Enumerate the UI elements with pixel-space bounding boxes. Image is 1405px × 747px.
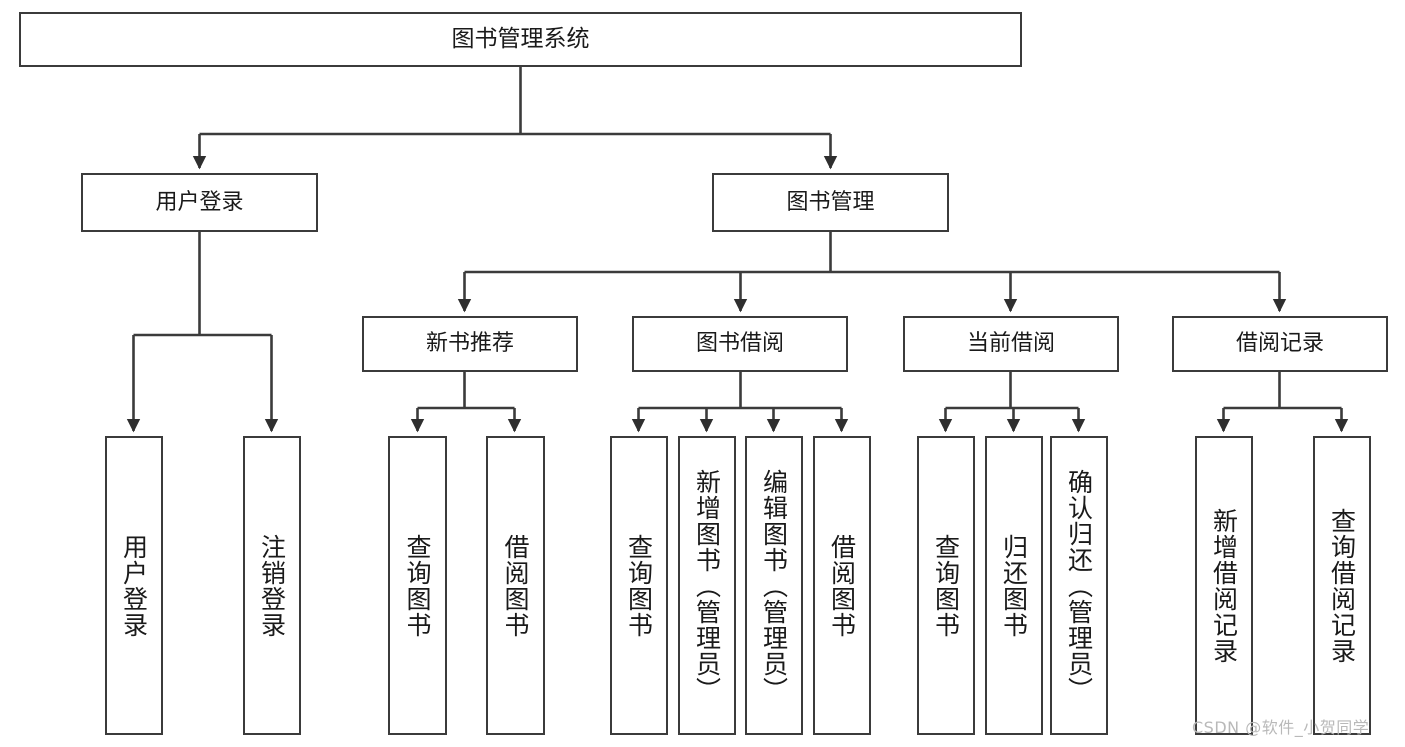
node-label: 查询借阅记录 [1327, 507, 1357, 664]
leaf-query-book-recommend[interactable]: 查询图书 [388, 436, 447, 735]
node-label: 借阅图书 [827, 533, 857, 638]
node-label: 新增借阅记录 [1209, 507, 1239, 664]
leaf-edit-book-admin[interactable]: 编辑图书（管理员） [745, 436, 803, 735]
node-current-borrow[interactable]: 当前借阅 [903, 316, 1119, 372]
node-label: 归还图书 [999, 533, 1029, 638]
leaf-query-book-borrow[interactable]: 查询图书 [610, 436, 668, 735]
node-label: 用户登录 [155, 189, 244, 215]
leaf-add-book-admin[interactable]: 新增图书（管理员） [678, 436, 736, 735]
node-label: 查询图书 [931, 533, 961, 638]
node-label: 用户登录 [119, 533, 149, 638]
leaf-confirm-return-admin[interactable]: 确认归还（管理员） [1050, 436, 1108, 735]
node-root-system[interactable]: 图书管理系统 [19, 12, 1022, 67]
node-label: 图书借阅 [695, 331, 784, 357]
node-label: 图书管理 [786, 189, 875, 215]
node-label: 新增图书（管理员） [692, 468, 722, 703]
node-label: 查询图书 [624, 533, 654, 638]
node-user-login[interactable]: 用户登录 [81, 173, 318, 232]
leaf-logout[interactable]: 注销登录 [243, 436, 301, 735]
node-label: 注销登录 [257, 533, 287, 638]
csdn-watermark: CSDN @软件_小贺同学 [1192, 718, 1370, 737]
node-book-management[interactable]: 图书管理 [712, 173, 949, 232]
node-new-book-recommend[interactable]: 新书推荐 [362, 316, 578, 372]
node-label: 查询图书 [403, 533, 432, 638]
node-label: 借阅记录 [1235, 331, 1324, 357]
leaf-query-borrow-record[interactable]: 查询借阅记录 [1313, 436, 1371, 735]
leaf-query-book-current[interactable]: 查询图书 [917, 436, 975, 735]
node-label: 编辑图书（管理员） [759, 468, 789, 703]
node-label: 新书推荐 [425, 331, 514, 357]
node-borrow-record[interactable]: 借阅记录 [1172, 316, 1388, 372]
leaf-borrow-book[interactable]: 借阅图书 [813, 436, 871, 735]
node-label: 图书管理系统 [451, 26, 590, 53]
leaf-add-borrow-record[interactable]: 新增借阅记录 [1195, 436, 1253, 735]
node-label: 借阅图书 [501, 533, 530, 638]
leaf-borrow-book-recommend[interactable]: 借阅图书 [486, 436, 545, 735]
leaf-user-login[interactable]: 用户登录 [105, 436, 163, 735]
node-label: 确认归还（管理员） [1064, 468, 1094, 703]
node-label: 当前借阅 [966, 331, 1055, 357]
node-book-borrow[interactable]: 图书借阅 [632, 316, 848, 372]
leaf-return-book[interactable]: 归还图书 [985, 436, 1043, 735]
